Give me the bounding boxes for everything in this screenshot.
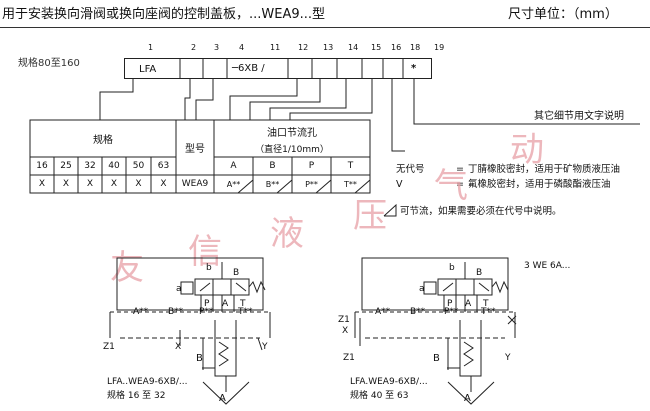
schematic-label: a <box>176 284 182 294</box>
seal-eq: = <box>456 179 464 190</box>
other-details-note: 其它细节用文字说明 <box>534 111 624 122</box>
schematic-port: T** <box>238 307 253 317</box>
schematic-label: Z1 <box>343 353 355 363</box>
table-size-mark: X <box>86 179 94 189</box>
table-size-cell: 50 <box>132 161 145 171</box>
seal-text: 氟橡胶密封，适用于磷酸酯液压油 <box>468 179 611 190</box>
code-position-number: 13 <box>323 43 334 52</box>
code-position-number: 16 <box>391 43 402 52</box>
schematic-label: X <box>342 326 349 336</box>
table-size-mark: X <box>62 179 70 189</box>
schematic-label: T <box>240 299 246 309</box>
code-position-number: 18 <box>410 43 421 52</box>
table-size-mark: X <box>160 179 167 189</box>
schematic-label: P <box>447 299 453 309</box>
table-port-value: A** <box>226 179 241 189</box>
code-position-number: 2 <box>191 43 197 52</box>
schematic-port: P** <box>444 307 459 317</box>
schematic-port: B** <box>410 307 426 317</box>
code-position-number: 4 <box>239 43 245 52</box>
schematic-label: A <box>464 393 471 404</box>
spec-range-label: 规格80至160 <box>18 58 80 69</box>
schematic-label: B <box>433 353 440 364</box>
throttle-note: 可节流，如果需要必须在代号中说明。 <box>400 206 562 217</box>
table-type-value: WEA9 <box>181 179 209 189</box>
code-position-number: 1 <box>148 43 154 52</box>
schematic-label: Y <box>505 353 511 363</box>
code-lfa: LFA <box>139 64 157 75</box>
schematic-label: A <box>219 393 226 404</box>
schematic-size-note: 规格 16 至 32 <box>107 391 166 401</box>
code-seal-dot: * <box>411 63 417 74</box>
table-port-letter: A <box>230 161 237 171</box>
table-port-value: T** <box>344 179 357 189</box>
table-port-value: B** <box>265 179 280 189</box>
schematic-model: LFA..WEA9-6XB/... <box>107 377 188 387</box>
order-code-box <box>124 58 432 79</box>
code-position-number: 12 <box>298 43 309 52</box>
code-position-number: 19 <box>434 43 445 52</box>
seal-eq: = <box>456 164 464 175</box>
unit-label: 尺寸单位：（mm） <box>508 7 618 22</box>
code-position-number: 11 <box>270 43 281 52</box>
schematic-label: Z1 <box>338 315 350 325</box>
schematic-port: A** <box>133 307 149 317</box>
watermark-char: 信 <box>188 232 222 272</box>
code-position-number: 14 <box>348 43 359 52</box>
table-port-value: P** <box>305 179 318 189</box>
schematic-port: B** <box>168 307 184 317</box>
schematic-label: Z1 <box>103 342 115 352</box>
table-size-cell: 16 <box>36 161 48 171</box>
table-size-mark: X <box>135 179 142 189</box>
schematic-label: A <box>222 299 229 309</box>
seal-code: 无代号 <box>396 164 425 175</box>
schematic-label: X <box>175 342 182 352</box>
schematic-label: B <box>476 268 483 278</box>
schematic-port: P** <box>199 307 214 317</box>
schematic-extra-label: 3 WE 6A... <box>524 261 571 271</box>
schematic-port: A** <box>375 307 391 317</box>
seal-code: V <box>396 179 403 190</box>
schematic-label: b <box>449 263 455 273</box>
table-port-header: 油口节流孔 <box>267 128 317 139</box>
table-size-header: 规格 <box>93 135 113 146</box>
watermark-char: 友 <box>110 248 144 288</box>
schematic-label: b <box>206 263 212 273</box>
table-size-cell: 40 <box>108 161 120 171</box>
table-size-cell: 25 <box>60 161 72 171</box>
schematic-label: a <box>419 284 425 294</box>
table-port-letter: P <box>308 161 315 171</box>
table-port-letter: B <box>269 161 276 171</box>
schematic-size-note: 规格 40 至 63 <box>350 391 409 401</box>
watermark-char: 动 <box>510 130 544 170</box>
schematic-label: T <box>483 299 489 309</box>
table-port-subheader: （直径1/10mm） <box>255 144 329 155</box>
code-position-number: 3 <box>214 43 220 52</box>
table-type-header: 型号 <box>185 144 205 155</box>
table-size-cell: 63 <box>157 161 170 171</box>
table-size-cell: 32 <box>84 161 96 171</box>
watermark-char: 压 <box>353 196 387 236</box>
watermark-char: 气 <box>434 166 468 206</box>
schematic-port: T** <box>481 307 496 317</box>
code-position-number: 15 <box>371 43 382 52</box>
table-size-mark: X <box>38 179 46 189</box>
schematic-label: P <box>204 299 210 309</box>
seal-text: 丁腈橡胶密封，适用于矿物质液压油 <box>468 164 621 175</box>
code-series: ─6XB / <box>232 63 265 74</box>
schematic-label: B <box>196 353 203 364</box>
schematic-label: Y <box>262 342 268 352</box>
page-title: 用于安装换向滑阀或换向座阀的控制盖板，...WEA9...型 <box>2 7 326 22</box>
schematic-model: LFA.WEA9-6XB/... <box>350 377 428 387</box>
schematic-label: A <box>465 299 472 309</box>
table-size-mark: X <box>110 179 118 189</box>
table-port-letter: T <box>347 161 354 171</box>
schematic-label: B <box>233 268 240 278</box>
watermark-char: 液 <box>270 214 304 254</box>
header-divider <box>0 27 650 28</box>
